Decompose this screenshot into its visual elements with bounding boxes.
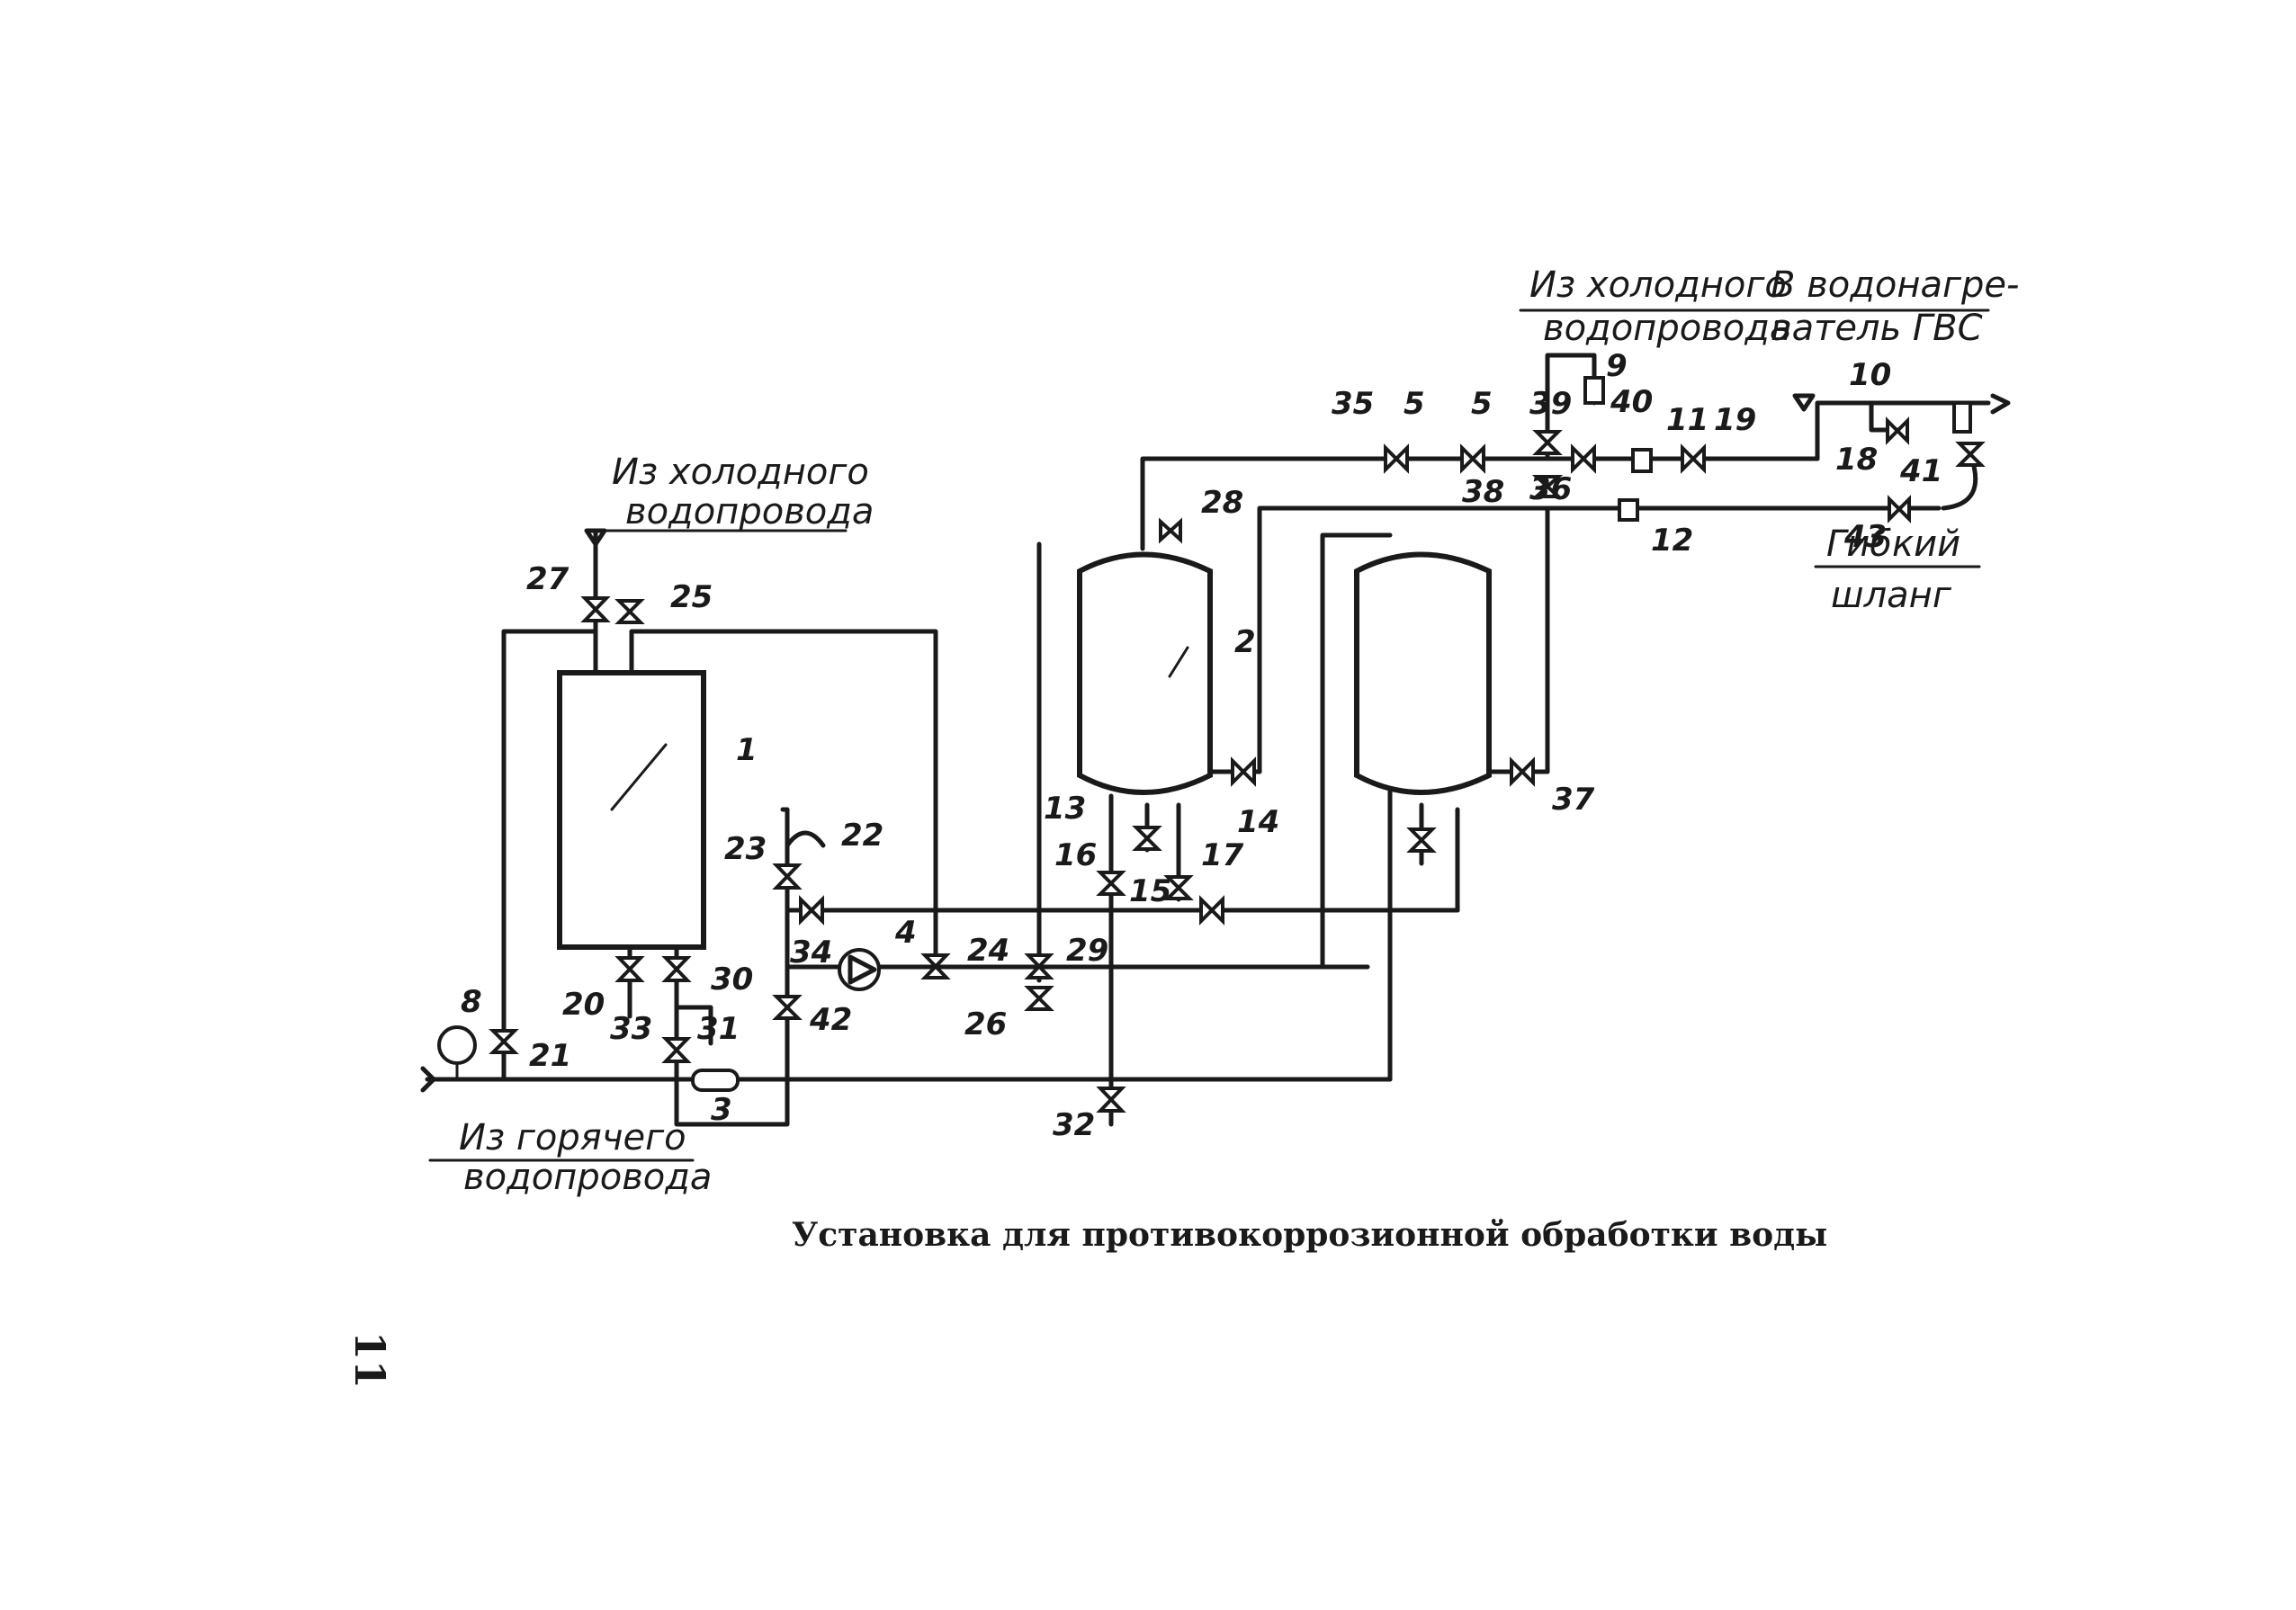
label-24: 24 bbox=[967, 933, 1009, 969]
label-40: 40 bbox=[1610, 384, 1653, 420]
label-9: 9 bbox=[1606, 348, 1628, 384]
label-37: 37 bbox=[1552, 782, 1595, 818]
label-3: 3 bbox=[711, 1092, 732, 1128]
note-hose-1: Гибкий bbox=[1826, 523, 1960, 565]
label-22: 22 bbox=[841, 818, 883, 854]
label-43: 43 bbox=[1843, 519, 1887, 555]
top-manifold bbox=[1387, 353, 2011, 522]
label-19: 19 bbox=[1714, 402, 1756, 438]
vessel-2a-group bbox=[1320, 505, 1550, 1082]
vessel-1-group bbox=[420, 528, 1460, 1127]
position-labels: 1 2 3 4 5 5 8 9 10 11 12 13 14 15 16 17 … bbox=[461, 348, 1942, 1143]
label-35: 35 bbox=[1332, 386, 1374, 422]
label-28: 28 bbox=[1201, 485, 1243, 521]
label-39: 39 bbox=[1529, 386, 1572, 422]
note-cold-water-left-1: Из холодного bbox=[612, 452, 869, 493]
label-42: 42 bbox=[809, 1002, 852, 1038]
device-12 bbox=[1618, 498, 1639, 522]
label-32: 32 bbox=[1053, 1107, 1095, 1143]
label-26: 26 bbox=[964, 1006, 1007, 1042]
note-heater-1: В водонагре- bbox=[1771, 264, 2019, 306]
label-38: 38 bbox=[1462, 474, 1504, 510]
label-29: 29 bbox=[1066, 933, 1108, 969]
note-cold-water-right-2: водопровода bbox=[1543, 308, 1791, 349]
label-16: 16 bbox=[1054, 837, 1097, 873]
label-10: 10 bbox=[1849, 357, 1891, 393]
page-number: 11 bbox=[345, 1331, 394, 1389]
label-14: 14 bbox=[1237, 804, 1279, 840]
label-36: 36 bbox=[1529, 471, 1572, 507]
label-31: 31 bbox=[697, 1011, 740, 1047]
label-5: 5 bbox=[1404, 386, 1425, 422]
label-34: 34 bbox=[790, 935, 832, 970]
vessel-2-group bbox=[1036, 456, 1793, 1127]
vessel-2 bbox=[1077, 551, 1213, 795]
vessel-2a bbox=[1354, 551, 1492, 795]
label-2: 2 bbox=[1234, 624, 1256, 660]
label-41: 41 bbox=[1899, 453, 1942, 489]
label-13: 13 bbox=[1044, 791, 1086, 827]
label-25: 25 bbox=[670, 579, 713, 615]
note-hose-2: шланг bbox=[1831, 575, 1952, 616]
figure-caption: Установка для противокоррозионной обрабо… bbox=[792, 1216, 1827, 1254]
label-23: 23 bbox=[724, 831, 767, 867]
filter-3 bbox=[691, 1069, 740, 1092]
note-cold-water-right-1: Из холодного bbox=[1529, 264, 1787, 306]
label-11: 11 bbox=[1666, 402, 1709, 438]
label-17: 17 bbox=[1201, 837, 1244, 873]
label-20: 20 bbox=[562, 987, 605, 1023]
valves bbox=[489, 416, 1986, 1113]
notes: Из холодного водопровода Из горячего вод… bbox=[428, 264, 2019, 1198]
label-4: 4 bbox=[894, 915, 917, 951]
label-8: 8 bbox=[461, 984, 482, 1020]
note-hot-water-1: Из горячего bbox=[459, 1117, 686, 1158]
note-hot-water-2: водопровода bbox=[463, 1157, 712, 1198]
label-12: 12 bbox=[1651, 523, 1693, 559]
pressure-gauge-8 bbox=[437, 1025, 477, 1065]
label-1: 1 bbox=[736, 732, 758, 768]
label-30: 30 bbox=[711, 962, 753, 997]
note-cold-water-left-2: водопровода bbox=[625, 491, 874, 532]
label-15: 15 bbox=[1129, 873, 1171, 909]
note-heater-2: ватель ГВС bbox=[1771, 308, 1983, 349]
vessel-1 bbox=[557, 670, 706, 950]
label-21: 21 bbox=[529, 1038, 571, 1074]
label-18: 18 bbox=[1835, 442, 1878, 478]
label-6: 5 bbox=[1471, 386, 1493, 422]
label-27: 27 bbox=[526, 561, 570, 597]
label-33: 33 bbox=[610, 1011, 652, 1047]
device-11 bbox=[1631, 448, 1653, 473]
